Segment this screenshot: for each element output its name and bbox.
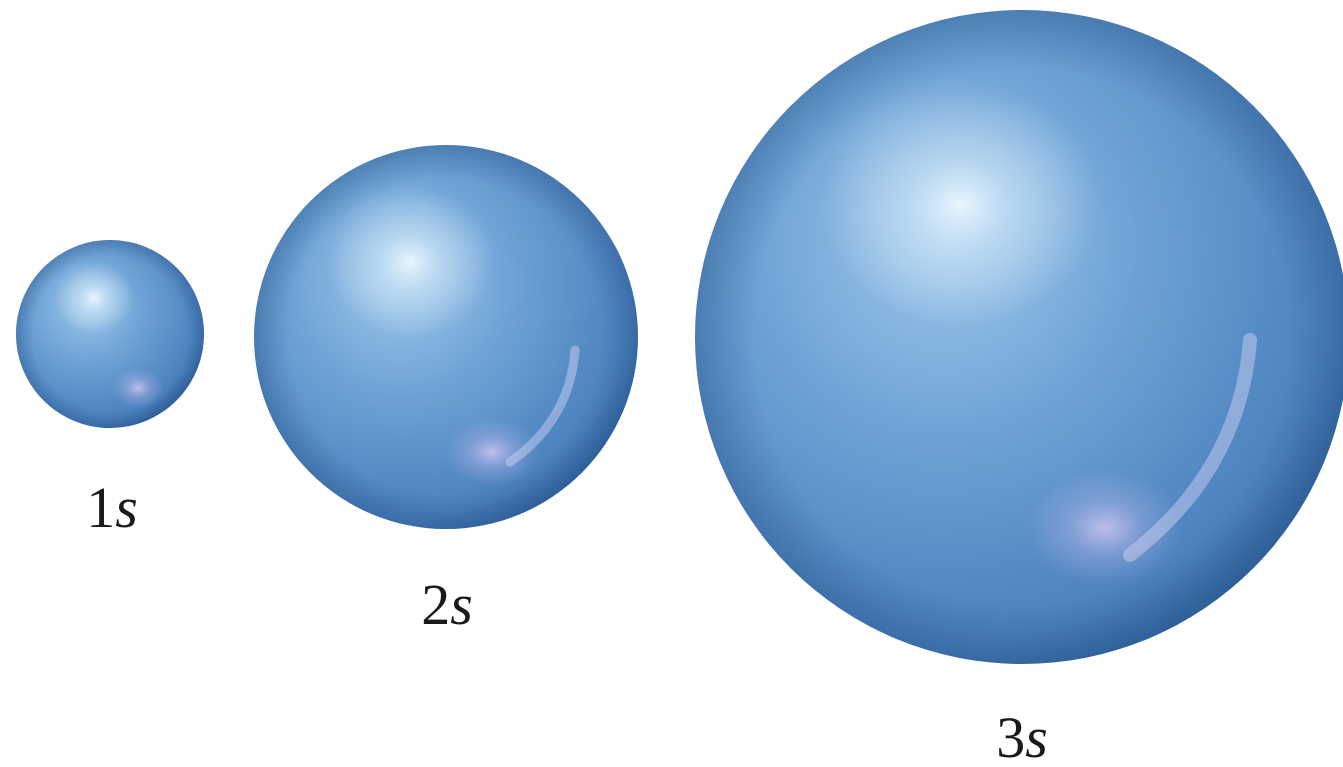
sphere-1s bbox=[16, 240, 204, 428]
label-3s: 3s bbox=[996, 705, 1048, 767]
label-1s: 1s bbox=[86, 475, 138, 540]
sphere-2s bbox=[254, 145, 638, 529]
label-2s: 2s bbox=[421, 572, 473, 637]
sphere-3s bbox=[695, 10, 1343, 664]
